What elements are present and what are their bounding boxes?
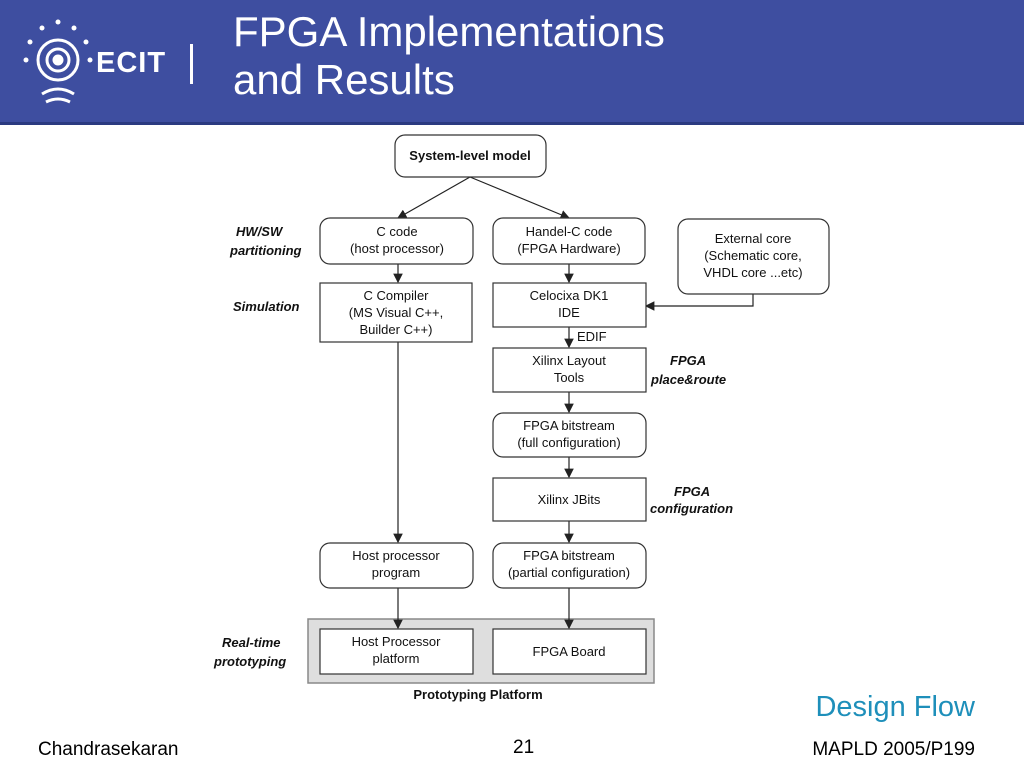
svg-text:FPGA bitstream: FPGA bitstream <box>523 548 615 563</box>
svg-text:platform: platform <box>373 651 420 666</box>
node-c-compiler: C Compiler (MS Visual C++, Builder C++) <box>319 282 473 343</box>
stage-simulation: Simulation <box>233 299 300 314</box>
stage-place-route-line2: place&route <box>650 372 726 387</box>
stage-configuration-line2: configuration <box>650 501 733 516</box>
footer-author: Chandrasekaran <box>38 739 179 760</box>
svg-text:System-level model: System-level model <box>409 148 530 163</box>
node-system-level-model: System-level model <box>394 134 547 178</box>
svg-text:IDE: IDE <box>558 305 580 320</box>
footer-reference: MAPLD 2005/P199 <box>812 739 975 760</box>
svg-text:VHDL core ...etc): VHDL core ...etc) <box>703 265 802 280</box>
svg-text:Tools: Tools <box>554 370 585 385</box>
svg-text:Xilinx JBits: Xilinx JBits <box>538 492 601 507</box>
node-fpga-board: FPGA Board <box>492 628 647 675</box>
node-host-processor-platform: Host Processor platform <box>319 628 474 675</box>
svg-text:FPGA bitstream: FPGA bitstream <box>523 418 615 433</box>
footer-page-number: 21 <box>513 737 535 758</box>
svg-text:External core: External core <box>715 231 792 246</box>
design-flow-caption: Design Flow <box>815 691 975 723</box>
svg-text:Host Processor: Host Processor <box>352 634 442 649</box>
node-bitstream-full: FPGA bitstream (full configuration) <box>492 412 647 458</box>
svg-text:(partial configuration): (partial configuration) <box>508 565 630 580</box>
node-external-core: External core (Schematic core, VHDL core… <box>677 218 830 295</box>
node-celocixa-ide: Celocixa DK1 IDE <box>492 282 647 328</box>
svg-text:Xilinx Layout: Xilinx Layout <box>532 353 606 368</box>
node-xilinx-layout: Xilinx Layout Tools <box>492 347 647 393</box>
svg-text:(host processor): (host processor) <box>350 241 444 256</box>
svg-text:(Schematic core,: (Schematic core, <box>704 248 802 263</box>
svg-text:(full configuration): (full configuration) <box>517 435 620 450</box>
node-handelc-code: Handel-C code (FPGA Hardware) <box>492 217 646 265</box>
svg-text:Handel-C code: Handel-C code <box>526 224 613 239</box>
edif-label: EDIF <box>577 329 607 344</box>
svg-text:C code: C code <box>376 224 417 239</box>
stage-prototyping-line2: prototyping <box>213 654 286 669</box>
node-xilinx-jbits: Xilinx JBits <box>492 477 647 522</box>
stage-place-route-line1: FPGA <box>670 353 706 368</box>
logo-divider <box>190 44 193 84</box>
stage-prototyping-line1: Real-time <box>222 635 281 650</box>
node-host-processor-program: Host processor program <box>319 542 474 589</box>
slide-title: FPGA Implementations and Results <box>233 8 665 103</box>
svg-text:Host processor: Host processor <box>352 548 440 563</box>
svg-text:FPGA Board: FPGA Board <box>533 644 606 659</box>
logo-text: ECIT <box>96 47 167 79</box>
header-divider <box>0 122 1024 125</box>
node-bitstream-partial: FPGA bitstream (partial configuration) <box>492 542 647 589</box>
svg-text:C Compiler: C Compiler <box>363 288 429 303</box>
stage-hwsw-line2: partitioning <box>229 243 302 258</box>
flow-edges <box>393 176 754 630</box>
svg-text:program: program <box>372 565 420 580</box>
stage-hwsw-line1: HW/SW <box>236 224 284 239</box>
header-bar: ECIT FPGA Implementations and Results <box>0 0 1024 122</box>
stage-configuration-line1: FPGA <box>674 484 710 499</box>
node-c-code: C code (host processor) <box>319 217 474 265</box>
svg-text:Celocixa DK1: Celocixa DK1 <box>530 288 609 303</box>
prototyping-platform-label: Prototyping Platform <box>413 687 542 702</box>
svg-text:(MS Visual C++,: (MS Visual C++, <box>349 305 443 320</box>
ecit-logo-icon <box>23 19 93 104</box>
svg-text:Builder C++): Builder C++) <box>360 322 433 337</box>
svg-text:(FPGA Hardware): (FPGA Hardware) <box>517 241 620 256</box>
